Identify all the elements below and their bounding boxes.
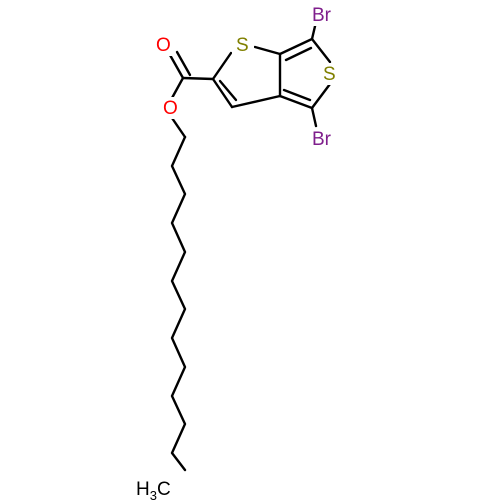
- methyl-c: C: [157, 479, 171, 500]
- bond-c4-br: [310, 106, 318, 128]
- bond-c6-s5: [310, 37, 332, 64]
- atom-label-br-bottom: Br: [312, 129, 332, 150]
- bond-c6a-c6: [278, 37, 314, 56]
- atom-label-s-right: S: [323, 64, 336, 85]
- atom-label-s-left: S: [236, 35, 249, 56]
- atom-labels: Br S S Br O O H3C: [132, 4, 341, 500]
- atom-label-oxygen-ester: O: [163, 98, 178, 119]
- bond-c6a-s1: [253, 45, 282, 56]
- bond-c2-c3-double: [218, 79, 238, 102]
- atom-label-methyl: H3C: [136, 479, 171, 500]
- bond-c3-c3a: [230, 94, 282, 109]
- methyl-h: H: [136, 479, 150, 500]
- bond-alkyl-chain: [170, 135, 187, 472]
- bond-c6a-c6-double: [284, 46, 313, 62]
- bond-c2-carbonyl: [181, 76, 215, 81]
- bond-c4-c3a: [278, 94, 314, 110]
- methyl-subscript: 3: [150, 488, 157, 500]
- bond-carbonyl-o-double-b: [175, 50, 192, 77]
- bond-carbonyl-o-ester: [170, 76, 185, 100]
- bond-o-ester-chain: [170, 116, 187, 139]
- bond-c4-c3a-double: [282, 88, 312, 102]
- bond-lines: [168, 20, 332, 472]
- bond-s1-c2: [211, 51, 233, 81]
- atom-label-br-top: Br: [312, 5, 332, 26]
- bond-carbonyl-o-double-a: [168, 53, 185, 80]
- atom-label-oxygen-carbonyl: O: [156, 35, 171, 56]
- bond-c2-c3: [211, 77, 234, 109]
- bond-s5-c4: [310, 82, 332, 110]
